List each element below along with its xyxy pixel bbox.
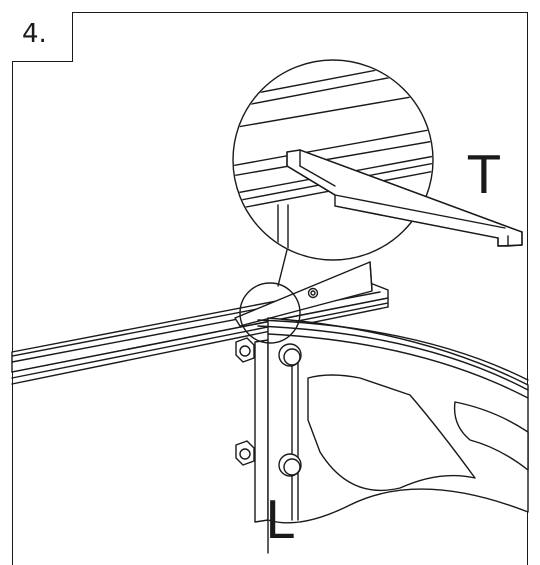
bolt-upper-right — [278, 343, 302, 367]
part-label-l: L — [265, 491, 294, 551]
detail-circle-small — [239, 282, 301, 344]
part-label-t: T — [468, 146, 500, 206]
bolt-lower-left — [235, 440, 255, 466]
illustration-frame — [12, 12, 528, 565]
step-number: 4. — [22, 19, 47, 49]
bracket-L — [235, 317, 529, 554]
bolt-upper-left — [235, 337, 255, 363]
main-rail — [11, 261, 389, 385]
profile-T — [286, 149, 523, 247]
detail-circle-large — [232, 59, 434, 261]
step-number-box — [12, 12, 73, 62]
bolt-lower-right — [278, 453, 302, 477]
